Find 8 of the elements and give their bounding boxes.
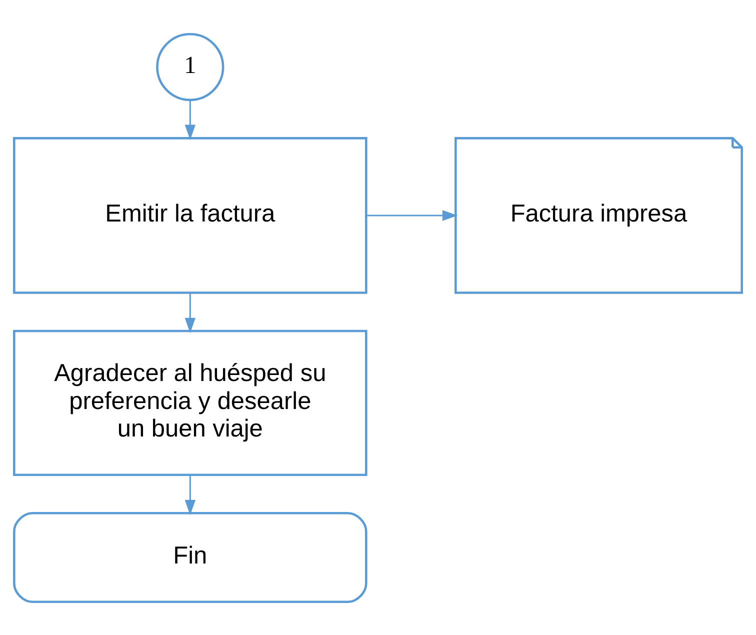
node-box: Emitir la factura [13,136,368,294]
node-box: Fin [13,511,368,603]
node-box: Agradecer al huésped su preferencia y desearle un buen viaje [13,329,368,476]
arrow [184,100,196,140]
arrow [184,474,196,515]
node-circle: 1 [156,32,224,101]
arrow [366,210,458,220]
arrow [184,292,196,333]
